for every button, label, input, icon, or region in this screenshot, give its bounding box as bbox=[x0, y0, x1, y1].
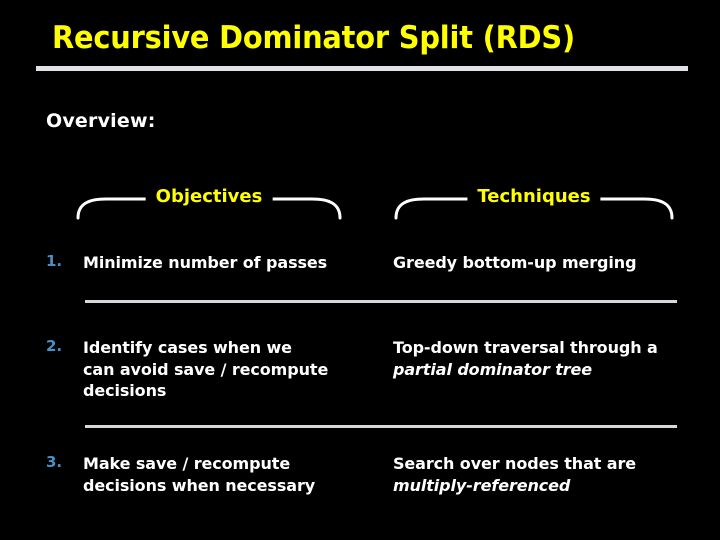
column-header-objectives: Objectives bbox=[76, 186, 342, 220]
row-number: 3. bbox=[46, 453, 63, 471]
row-number: 1. bbox=[46, 252, 63, 270]
row-divider bbox=[85, 425, 677, 428]
text-line: Minimize number of passes bbox=[83, 253, 328, 272]
text-line: Make save / recompute bbox=[83, 454, 291, 473]
title-divider bbox=[36, 66, 688, 71]
row-number: 2. bbox=[46, 337, 63, 355]
overview-label: Overview: bbox=[46, 110, 156, 132]
text-line: Top-down traversal through a bbox=[393, 338, 658, 357]
text-line: decisions bbox=[83, 381, 167, 400]
row-techniques-cell: Greedy bottom-up merging bbox=[393, 252, 693, 274]
text-line: partial dominator tree bbox=[393, 359, 593, 379]
page-title: Recursive Dominator Split (RDS) bbox=[52, 20, 575, 56]
column-header-objectives-label: Objectives bbox=[145, 186, 273, 208]
text-line: Identify cases when we bbox=[83, 338, 292, 357]
row-objectives-cell: Make save / recompute decisions when nece… bbox=[83, 453, 383, 496]
column-header-techniques-label: Techniques bbox=[467, 186, 601, 208]
text-line: can avoid save / recompute bbox=[83, 359, 329, 379]
text-line: decisions when necessary bbox=[83, 475, 316, 495]
row-objectives-cell: Minimize number of passes bbox=[83, 252, 383, 274]
text-line: multiply-referenced bbox=[393, 475, 571, 495]
text-line: Greedy bottom-up merging bbox=[393, 253, 637, 272]
row-divider bbox=[85, 300, 677, 303]
text-line: Search over nodes that are bbox=[393, 454, 637, 473]
row-techniques-cell: Search over nodes that are multiply-refer… bbox=[393, 453, 693, 496]
row-techniques-cell: Top-down traversal through a partial domi… bbox=[393, 337, 693, 380]
column-header-techniques: Techniques bbox=[394, 186, 674, 220]
row-objectives-cell: Identify cases when we can avoid save / r… bbox=[83, 337, 383, 402]
